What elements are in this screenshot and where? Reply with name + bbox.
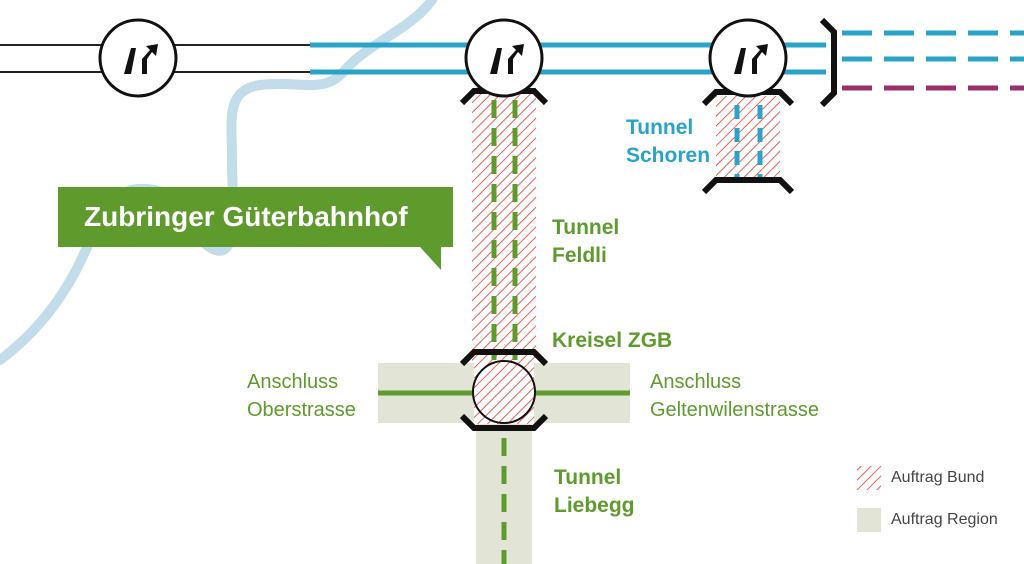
tunnel-portal-east — [819, 17, 837, 108]
label-kreisel-zgb: Kreisel ZGB — [552, 329, 673, 352]
legend-swatch-region — [857, 508, 881, 532]
label-tunnel-schoren-line2: Schoren — [626, 144, 711, 167]
tunnel-schoren-area — [716, 96, 780, 182]
label-anschluss-oberstrasse: Anschluss Oberstrasse — [247, 368, 356, 424]
label-tunnel-feldli: Tunnel Feldli — [552, 214, 619, 270]
label-tunnel-liebegg: Tunnel Liebegg — [554, 464, 635, 520]
interchange-east — [708, 18, 788, 98]
legend-label-region: Auftrag Region — [891, 511, 998, 528]
label-anschluss-gelten-line1: Anschluss — [650, 371, 742, 393]
label-tunnel-schoren: Tunnel Schoren — [626, 114, 710, 170]
motorway-planned — [842, 30, 1024, 91]
kreisel-zgb — [472, 360, 536, 424]
label-anschluss-gelten-line2: Geltenwilenstrasse — [650, 399, 819, 421]
callout-pointer — [420, 247, 441, 270]
legend-label-bund: Auftrag Bund — [891, 469, 985, 486]
callout-title: Zubringer Güterbahnhof — [84, 201, 408, 232]
river — [0, 0, 437, 365]
legend-swatch-bund — [857, 466, 881, 490]
callout-zubringer: Zubringer Güterbahnhof — [58, 187, 453, 247]
interchange-west — [98, 18, 178, 98]
label-anschluss-ober-line1: Anschluss — [247, 371, 339, 393]
tunnel-feldli-area — [472, 84, 536, 362]
label-anschluss-ober-line2: Oberstrasse — [247, 399, 356, 421]
label-anschluss-geltenwilenstrasse: Anschluss Geltenwilenstrasse — [650, 368, 819, 424]
label-tunnel-schoren-line1: Tunnel — [626, 116, 694, 139]
interchange-center — [464, 18, 544, 98]
tunnel-portals — [459, 88, 795, 431]
label-tunnel-liebegg-line2: Liebegg — [554, 494, 635, 517]
label-tunnel-liebegg-line1: Tunnel — [554, 466, 622, 489]
label-tunnel-feldli-line2: Feldli — [552, 244, 607, 267]
label-tunnel-feldli-line1: Tunnel — [552, 216, 620, 239]
